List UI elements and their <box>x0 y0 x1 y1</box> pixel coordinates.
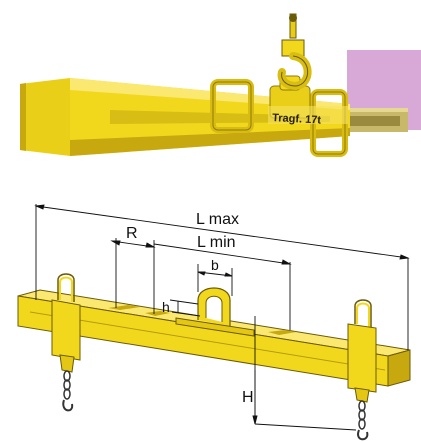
beam-marking-text: Tragf. 17t <box>272 112 322 127</box>
suspension-loop-left <box>210 79 254 133</box>
left-chain <box>62 370 74 412</box>
label-b: b <box>211 257 219 273</box>
right-chain <box>357 400 369 441</box>
dimension-drawing: L max L min R b h H <box>17 204 411 441</box>
load-marking-plate: Tragf. 17t <box>268 106 348 127</box>
dimension-lines <box>34 204 410 431</box>
crane-hook-icon <box>277 13 312 91</box>
label-l-max: L max <box>196 211 239 228</box>
beam-photo: Tragf. 17t <box>20 13 421 157</box>
label-h-large: H <box>242 389 254 406</box>
label-r: R <box>126 225 138 242</box>
load-chain-icon <box>62 370 369 441</box>
left-end-bracket <box>51 273 81 373</box>
center-eye-drawing <box>175 287 255 337</box>
inner-beam-section <box>335 108 408 132</box>
dimension-labels: L max L min R b h H <box>126 211 254 406</box>
label-l-min: L min <box>197 234 236 251</box>
right-end-bracket <box>347 299 377 403</box>
label-h-small: h <box>162 299 170 315</box>
